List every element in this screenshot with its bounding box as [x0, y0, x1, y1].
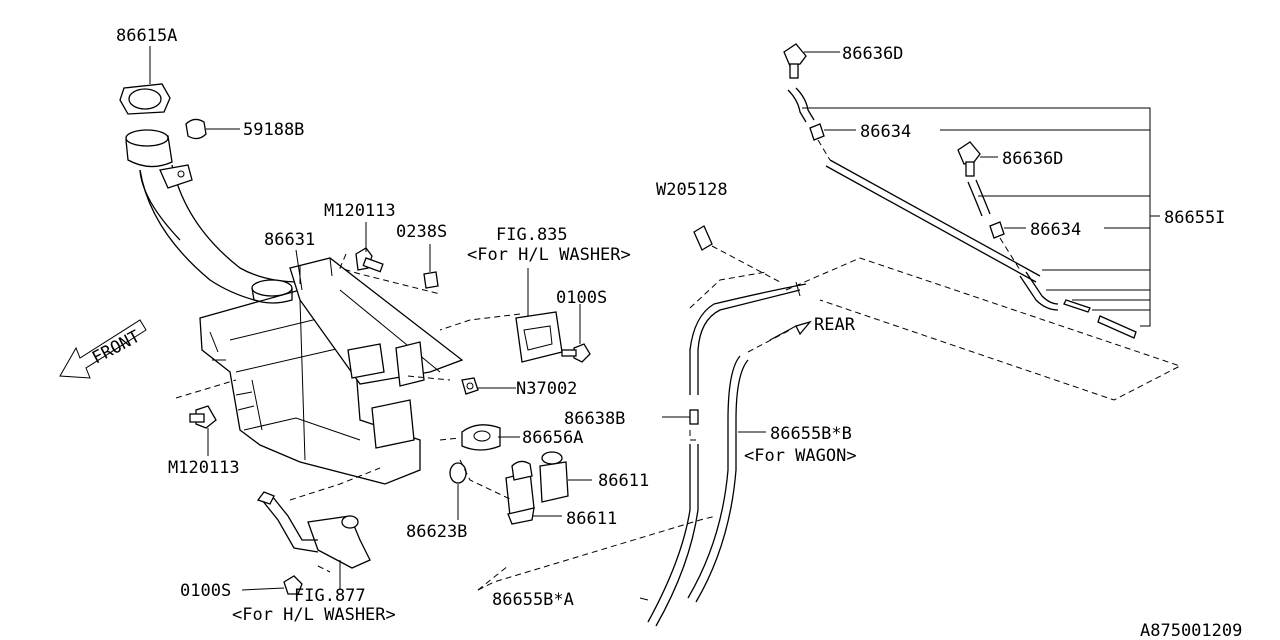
label-86636D-top: 86636D	[842, 44, 903, 64]
nozzle-86636D-top[interactable]	[783, 43, 807, 79]
diagram-id: A875001209	[1140, 621, 1242, 640]
hose-right-ends[interactable]	[1019, 271, 1137, 339]
front-direction-arrow	[59, 319, 147, 379]
grommet-86656A[interactable]	[461, 424, 501, 451]
nut-0238S[interactable]	[423, 271, 439, 289]
label-fig877: FIG.877	[294, 586, 366, 606]
label-86655B-B: 86655B*B	[770, 424, 852, 444]
filler-neck[interactable]	[125, 129, 301, 306]
label-86638B: 86638B	[564, 409, 625, 429]
label-86634-top: 86634	[860, 122, 911, 142]
check-valve-86634-top[interactable]	[809, 123, 825, 141]
washer-tank-86631[interactable]	[199, 279, 421, 485]
washer-motor-86611-a[interactable]	[505, 460, 535, 525]
label-86611-b: 86611	[566, 509, 617, 529]
label-86655B-A: 86655B*A	[492, 590, 574, 610]
bolt-M120113-bottom[interactable]	[189, 405, 217, 429]
label-86636D-mid: 86636D	[1002, 149, 1063, 169]
label-86655I: 86655I	[1164, 208, 1225, 228]
label-fig835: FIG.835	[496, 225, 568, 245]
label-86623B: 86623B	[406, 522, 467, 542]
clip-W205128[interactable]	[693, 225, 713, 251]
hose-86655B-A[interactable]	[647, 444, 699, 627]
label-fig877-note: <For H/L WASHER>	[232, 605, 396, 625]
hose-upper-left[interactable]	[689, 281, 807, 395]
label-0100S-bottom: 0100S	[180, 581, 231, 601]
hl-washer-relay-fig835[interactable]	[515, 311, 563, 363]
hose-nozzle-line-top[interactable]	[787, 87, 1041, 283]
bolt-0100S-top[interactable]	[561, 343, 591, 363]
label-59188B: 59188B	[243, 120, 304, 140]
bolt-0100S-bottom[interactable]	[283, 575, 303, 595]
label-wagon-note: <For WAGON>	[744, 446, 857, 466]
hl-washer-pump-fig877[interactable]	[256, 491, 371, 569]
label-86634-mid: 86634	[1030, 220, 1081, 240]
nut-N37002[interactable]	[461, 377, 479, 395]
label-rear: REAR	[814, 315, 856, 335]
label-N37002: N37002	[516, 379, 577, 399]
label-86631: 86631	[264, 230, 315, 250]
connector-86638B[interactable]	[689, 409, 699, 425]
label-86615A: 86615A	[116, 26, 177, 46]
label-W205128: W205128	[656, 180, 728, 200]
label-M120113-top: M120113	[324, 201, 396, 221]
filler-cap-86615A[interactable]	[119, 83, 171, 115]
rear-direction-arrow	[769, 320, 812, 341]
washer-motor-86611-b[interactable]	[539, 451, 569, 503]
grommet-86623B[interactable]	[449, 462, 467, 484]
label-0100S-top: 0100S	[556, 288, 607, 308]
bolt-M120113-top[interactable]	[355, 247, 384, 273]
label-M120113-bottom: M120113	[168, 458, 240, 478]
hose-86655B-B[interactable]	[687, 355, 749, 603]
check-valve-86634-mid[interactable]	[989, 221, 1005, 239]
clip-59188B[interactable]	[185, 118, 207, 140]
front-label: FRONT	[89, 327, 144, 369]
label-86611-a: 86611	[598, 471, 649, 491]
label-fig835-note: <For H/L WASHER>	[467, 245, 631, 265]
hose-nozzle-line-mid[interactable]	[967, 179, 991, 217]
tank-bracket[interactable]	[289, 257, 464, 449]
label-0238S: 0238S	[396, 222, 447, 242]
nozzle-86636D-mid[interactable]	[957, 141, 981, 177]
label-86656A: 86656A	[522, 428, 583, 448]
